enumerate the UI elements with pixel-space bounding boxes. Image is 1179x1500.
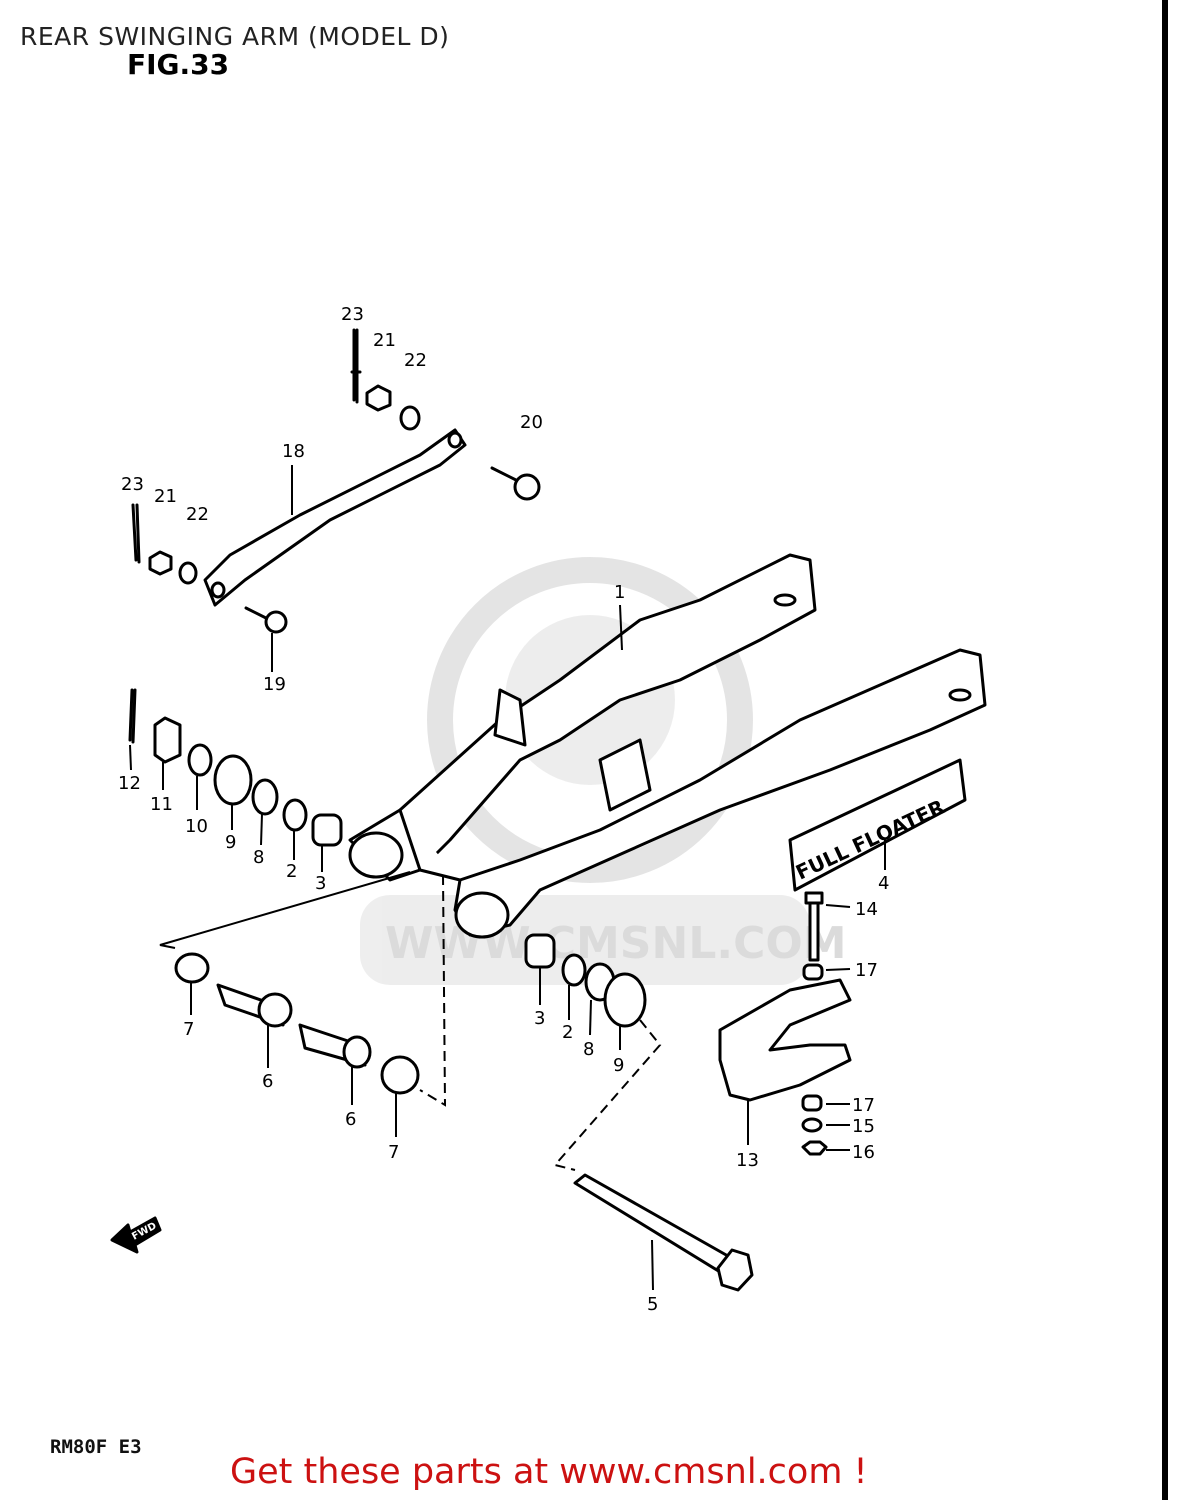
callout-label: 6 [345,1109,356,1130]
callout-label: 7 [388,1142,399,1163]
bolt-14 [808,898,820,962]
cotter-pin-12 [128,688,137,744]
spacer-8-left [251,778,279,816]
castle-nut-11 [153,716,182,764]
callout-label: 16 [852,1142,875,1163]
page-border [1162,0,1168,1500]
figure-number: FIG.33 [127,48,230,81]
callout-label: 17 [855,960,878,981]
full-floater-decal-4 [788,758,967,892]
callout-label: 13 [736,1150,759,1171]
callout-label: 1 [614,582,625,603]
callout-label: 18 [282,441,305,462]
leader-line [159,871,411,949]
callout-label: 8 [253,847,264,868]
washer-10 [187,743,213,777]
collar-17-bottom [801,1094,823,1112]
callout-label: 19 [263,674,286,695]
callout-label: 3 [315,873,326,894]
cap-7-right [380,1055,420,1095]
cotter-pin-23-left [131,503,141,564]
promo-link[interactable]: Get these parts at www.cmsnl.com ! [230,1452,868,1492]
swingarm-1 [348,553,987,939]
seal-2-right [561,953,587,987]
bolt-19 [244,606,288,634]
collar-17-top [802,963,824,981]
callout-label: 12 [118,773,141,794]
washer-22-left [178,561,198,585]
callout-label: 10 [185,816,208,837]
callout-label: 9 [225,832,236,853]
callout-label: 14 [855,899,878,920]
callout-label: 7 [183,1019,194,1040]
chain-buffer-13 [718,978,852,1102]
castle-nut-21-top [365,384,392,412]
callout-label: 3 [534,1008,545,1029]
callout-label: 22 [186,504,209,525]
fwd-arrow-icon [110,1216,162,1254]
callout-label: 21 [373,330,396,351]
callout-label: 4 [878,873,889,894]
callout-label: 22 [404,350,427,371]
callout-label: 21 [154,486,177,507]
callout-label: 2 [562,1022,573,1043]
bolt-20 [490,466,541,501]
callout-label: 23 [341,304,364,325]
seal-2-left [282,798,308,832]
bearing-3-left [311,813,343,847]
callout-label: 9 [613,1055,624,1076]
callout-label: 5 [647,1294,658,1315]
washer-15 [801,1117,823,1133]
callout-label: 15 [852,1116,875,1137]
cotter-pin-23-top [350,328,362,404]
callout-label: 6 [262,1071,273,1092]
dust-seal-9-left [213,754,253,806]
page-title: REAR SWINGING ARM (MODEL D) [20,22,450,51]
cap-7-left [174,952,210,984]
castle-nut-21-left [148,550,173,576]
callout-label: 17 [852,1095,875,1116]
callout-label: 20 [520,412,543,433]
watermark-text: WWW.CMSNL.COM [385,918,847,969]
washer-22-top [399,405,421,431]
bearing-3-right [524,933,556,969]
model-code: RM80F E3 [50,1436,142,1458]
nut-16 [801,1140,828,1156]
leader-line [553,1019,662,1171]
callout-label: 11 [150,794,173,815]
torque-link-18 [203,428,467,607]
callout-label: 8 [583,1039,594,1060]
dust-seal-9-right [603,972,647,1028]
pivot-bolt-5 [573,1173,754,1292]
callout-label: 2 [286,861,297,882]
callout-label: 23 [121,474,144,495]
leader-line [419,874,447,1107]
